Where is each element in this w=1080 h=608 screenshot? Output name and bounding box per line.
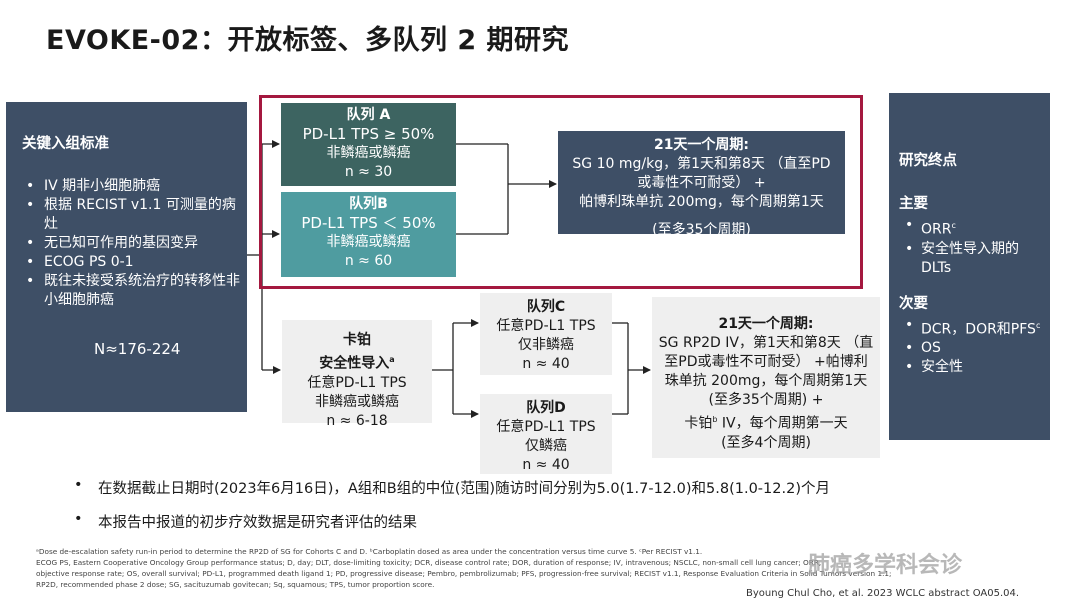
secondary-endpoint-item: DCR，DOR和PFSc [899,316,1046,340]
cohort-b-histology: 非鳞癌或鳞癌 [326,234,411,250]
cycle-bottom-title: 21天一个周期: [718,316,814,332]
cycle-top-line: 或毒性不可耐受） + [637,175,766,191]
criteria-item: ECOG PS 0-1 [22,253,247,272]
cycle-bottom-line: (至多4个周期) [721,434,811,451]
cohort-d-title: 队列D [526,400,566,416]
inclusion-criteria-box: 关键入组标准 IV 期非小细胞肺癌 根据 RECIST v1.1 可测量的病灶 … [6,102,247,412]
footnote-marker: a [389,355,395,364]
cycle-bottom-line: (至多35个周期) + [708,392,824,408]
carbo-tps: 任意PD-L1 TPS [307,374,407,391]
criteria-item: 无已知可作用的基因变异 [22,234,247,253]
cohort-b-box: 队列B PD-L1 TPS ＜ 50% 非鳞癌或鳞癌 n ≈ 60 [281,192,456,277]
summary-bullet: 本报告中报道的初步疗效数据是研究者评估的结果 [74,511,830,532]
cycle-bottom-carbo-dose: IV，每个周期第一天 [717,415,848,432]
cohort-d-n: n ≈ 40 [522,457,570,473]
cohort-c-box: 队列C 任意PD-L1 TPS 仅非鳞癌 n ≈ 40 [480,293,612,375]
endpoints-header: 研究终点 [899,153,957,169]
footnote-line: objective response rate; OS, overall sur… [36,569,892,578]
cohort-b-title: 队列B [349,196,388,212]
cohort-ab-frame [259,95,863,289]
primary-endpoint-item: ORRc [899,216,1050,240]
cohort-a-title: 队列 A [346,107,391,123]
cycle-bottom-line: 至PD或毒性不可耐受） +帕博利 [664,354,868,370]
study-endpoints-box: 研究终点 主要 ORRc 安全性导入期的DLTs 次要 DCR，DOR和PFSc… [889,93,1050,440]
criteria-item: 既往未接受系统治疗的转移性非小细胞肺癌 [22,272,249,310]
watermark: 肺癌多学科会诊 [808,553,963,578]
cohort-c-n: n ≈ 40 [522,356,570,372]
summary-bullet: 在数据截止日期时(2023年6月16日)，A组和B组的中位(范围)随访时间分别为… [74,477,830,498]
carbo-histology: 非鳞癌或鳞癌 [315,393,399,410]
cycle-top-line: 帕博利珠单抗 200mg，每个周期第1天 [579,194,824,210]
citation: Byoung Chul Cho, et al. 2023 WCLC abstra… [746,588,1020,599]
cohort-a-histology: 非鳞癌或鳞癌 [326,145,411,161]
primary-endpoints-header: 主要 [899,196,928,212]
secondary-endpoints-header: 次要 [899,295,928,312]
cohort-d-tps: 任意PD-L1 TPS [496,419,596,435]
cohort-c-tps: 任意PD-L1 TPS [496,318,596,334]
cohort-a-box: 队列 A PD-L1 TPS ≥ 50% 非鳞癌或鳞癌 n ≈ 30 [281,103,456,186]
cycle-bottom-box: 21天一个周期: SG RP2D IV，第1天和第8天 （直 至PD或毒性不可耐… [652,297,880,458]
secondary-endpoint-item: 安全性 [899,358,1050,377]
cycle-top-title: 21天一个周期: [653,137,750,153]
carbo-n: n ≈ 6-18 [326,412,388,429]
cycle-top-line: SG 10 mg/kg，第1天和第8天 （直至PD [572,156,831,172]
summary-bullets: 在数据截止日期时(2023年6月16日)，A组和B组的中位(范围)随访时间分别为… [74,477,830,532]
cohort-d-histology: 仅鳞癌 [525,438,567,454]
cycle-bottom-line: SG RP2D IV，第1天和第8天 （直 [658,335,874,351]
cohort-c-title: 队列C [526,299,566,315]
footnote-line: ᵃDose de-escalation safety run-in period… [36,547,703,556]
cycle-top-line: (至多35个周期) [652,222,751,238]
criteria-item: 根据 RECIST v1.1 可测量的病灶 [22,196,249,234]
footnote-line: RP2D, recommended phase 2 dose; SG, saci… [36,580,435,589]
cycle-top-box: 21天一个周期: SG 10 mg/kg，第1天和第8天 （直至PD 或毒性不可… [558,131,845,238]
primary-endpoint-item: 安全性导入期的DLTs [899,240,1041,278]
carbo-safety-runin-box: 卡铂 安全性导入a 任意PD-L1 TPS 非鳞癌或鳞癌 n ≈ 6-18 [282,320,432,429]
carbo-title: 卡铂 [343,332,371,348]
secondary-endpoint-item: OS [899,339,1050,358]
criteria-item: IV 期非小细胞肺癌 [22,177,247,196]
cohort-c-histology: 仅非鳞癌 [518,337,574,353]
cohort-a-n: n ≈ 30 [344,164,393,180]
criteria-header: 关键入组标准 [22,136,109,152]
page-title: EVOKE-02：开放标签、多队列 2 期研究 [46,25,570,56]
footnote-marker: b [712,415,718,424]
cohort-d-box: 队列D 任意PD-L1 TPS 仅鳞癌 n ≈ 40 [480,394,612,474]
cohort-b-n: n ≈ 60 [344,253,393,269]
footnotes: ᵃDose de-escalation safety run-in period… [36,546,1046,590]
carbo-subtitle: 安全性导入 [319,355,390,372]
footnote-line: ECOG PS, Eastern Cooperative Oncology Gr… [36,558,822,567]
total-enrollment: N≈176-224 [94,340,181,358]
cohort-b-tps: PD-L1 TPS ＜ 50% [301,214,436,232]
cohort-a-tps: PD-L1 TPS ≥ 50% [302,125,435,143]
cycle-bottom-carbo: 卡铂 [684,415,713,432]
cycle-bottom-line: 珠单抗 200mg，每个周期第1天 [664,373,868,389]
